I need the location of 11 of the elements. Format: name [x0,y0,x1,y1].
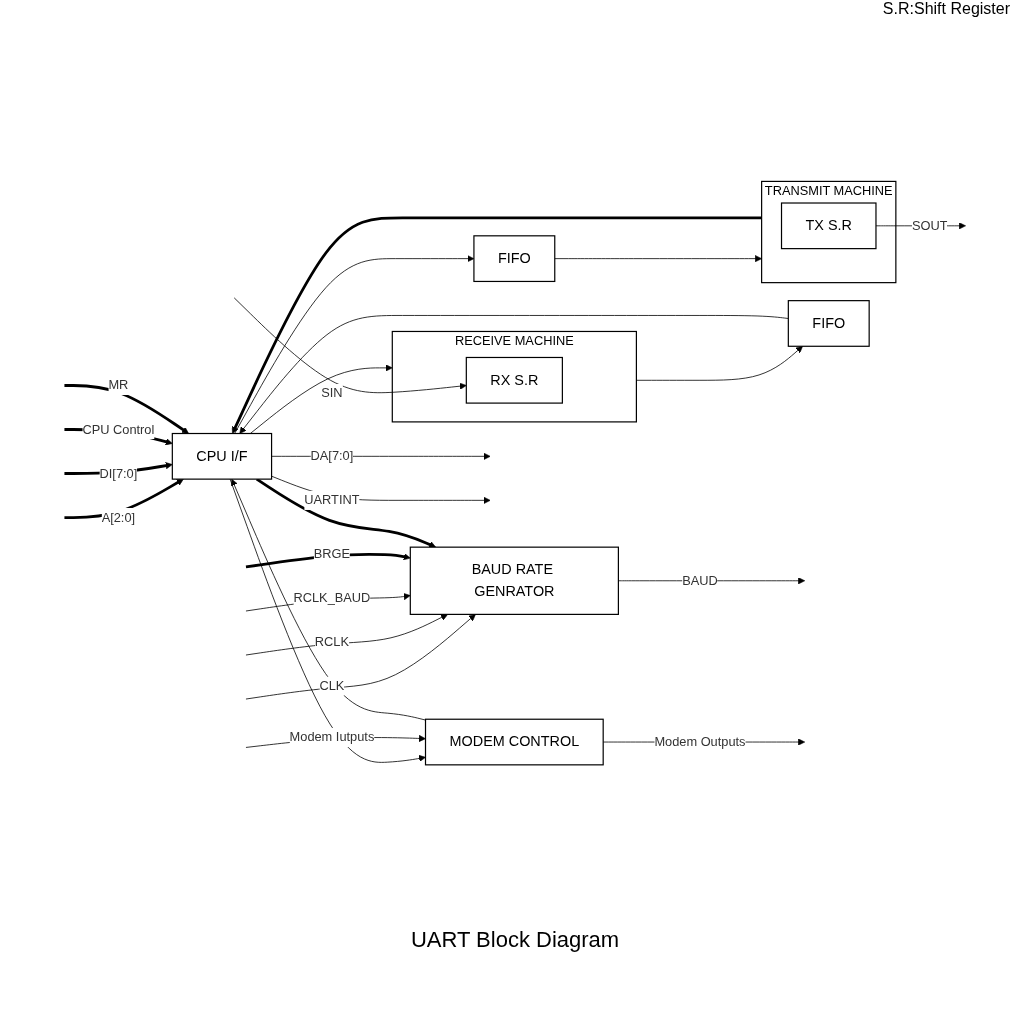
arrow [231,216,762,434]
diagram-caption: UART Block Diagram [409,927,621,953]
note-text: S.R:Shift Register [881,0,1010,18]
block-box: FIFO [787,299,870,347]
block-box: FIFO [473,235,556,282]
block-box: CPU I/F [171,432,273,480]
arrow [64,383,189,434]
block-box: RX S.R [465,356,563,404]
block-box: BAUD RATE GENRATOR [409,546,619,615]
block-box: MODEM CONTROL [424,718,604,766]
block-box: TX S.R [780,202,877,250]
